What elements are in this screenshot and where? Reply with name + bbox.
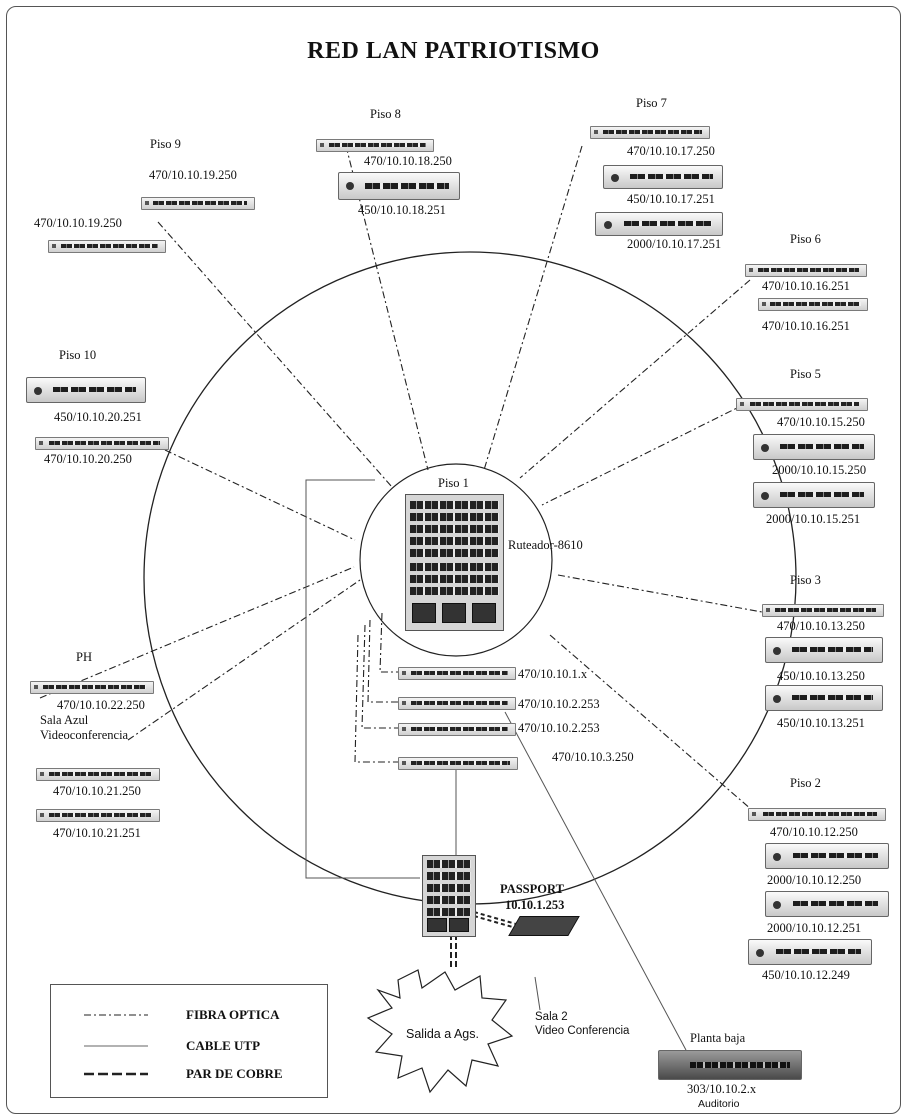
piso9-device-a-label: 470/10.10.19.250 [149, 168, 237, 182]
center-switch-1-label: 470/10.10.1.x [518, 667, 588, 681]
piso3-device-b-label: 450/10.10.13.250 [777, 669, 865, 683]
piso3-device-c-label: 450/10.10.13.251 [777, 716, 865, 730]
piso3-switch-c [765, 685, 883, 711]
ph-device-b-label: 470/10.10.21.250 [53, 784, 141, 798]
piso3-switch-b [765, 637, 883, 663]
piso2-device-b-label: 2000/10.10.12.250 [767, 873, 862, 887]
legend-swatches [84, 1014, 148, 1076]
planta-switch [658, 1050, 802, 1080]
piso8-device-b-label: 450/10.10.18.251 [358, 203, 446, 217]
ph-device-c-label: 470/10.10.21.251 [53, 826, 141, 840]
legend-cobre: PAR DE COBRE [186, 1066, 283, 1081]
piso2-label: Piso 2 [790, 776, 821, 790]
piso5-device-a-label: 470/10.10.15.250 [777, 415, 865, 429]
piso6-device-b-label: 470/10.10.16.251 [762, 319, 850, 333]
piso10-switch-a [26, 377, 146, 403]
planta-note: Auditorio [698, 1098, 740, 1110]
piso8-switch-b [338, 172, 460, 200]
piso8-device-a-label: 470/10.10.18.250 [364, 154, 452, 168]
piso5-switch-c [753, 482, 875, 508]
piso8-switch-a [316, 139, 434, 152]
piso2-switch-d [748, 939, 872, 965]
piso2-switch-a [748, 808, 886, 821]
piso3-device-a-label: 470/10.10.13.250 [777, 619, 865, 633]
ph-switch-a [30, 681, 154, 694]
piso7-device-a-label: 470/10.10.17.250 [627, 144, 715, 158]
salida-starburst [366, 969, 514, 1094]
copper-link [450, 911, 531, 968]
center-switch-3 [398, 723, 516, 736]
piso2-switch-b [765, 843, 889, 869]
piso6-device-a-label: 470/10.10.16.251 [762, 279, 850, 293]
piso9-device-b-label: 470/10.10.19.250 [34, 216, 122, 230]
planta-label: Planta baja [690, 1031, 746, 1045]
piso7-label: Piso 7 [636, 96, 667, 110]
center-switch-3-label: 470/10.10.2.253 [518, 721, 600, 735]
piso3-label: Piso 3 [790, 573, 821, 587]
piso2-device-d-label: 450/10.10.12.249 [762, 968, 850, 982]
sala2-device [508, 916, 580, 936]
piso10-device-a-label: 450/10.10.20.251 [54, 410, 142, 424]
center-switch-2 [398, 697, 516, 710]
router-label: Ruteador-8610 [508, 538, 583, 552]
router-8610 [405, 494, 504, 631]
piso6-label: Piso 6 [790, 232, 821, 246]
ph-switch-b [36, 768, 160, 781]
salida-label: Salida a Ags. [406, 1027, 479, 1041]
planta-device-label: 303/10.10.2.x [687, 1082, 757, 1096]
piso5-switch-b [753, 434, 875, 460]
piso10-label: Piso 10 [59, 348, 97, 362]
piso2-device-a-label: 470/10.10.12.250 [770, 825, 858, 839]
piso3-switch-a [762, 604, 884, 617]
piso8-label: Piso 8 [370, 107, 401, 121]
ph-label: PH [76, 650, 92, 664]
piso7-switch-a [590, 126, 710, 139]
ph-switch-c [36, 809, 160, 822]
piso7-device-b-label: 450/10.10.17.251 [627, 192, 715, 206]
legend-utp: CABLE UTP [186, 1038, 261, 1053]
center-switch-2-label: 470/10.10.2.253 [518, 697, 600, 711]
passport-name: PASSPORT [500, 882, 564, 896]
utp-links [305, 479, 687, 1051]
sala2-line-2: Video Conferencia [535, 1025, 630, 1037]
passport-switch [422, 855, 476, 937]
ph-note-2: Videoconferencia [40, 728, 129, 742]
core-circle [359, 463, 553, 657]
ph-device-a-label: 470/10.10.22.250 [57, 698, 145, 712]
diagram-frame [6, 6, 901, 1114]
piso5-device-c-label: 2000/10.10.15.251 [766, 512, 861, 526]
piso9-switch-a [141, 197, 255, 210]
ph-note-1: Sala Azul [40, 713, 89, 727]
piso7-switch-c [595, 212, 723, 236]
piso7-device-c-label: 2000/10.10.17.251 [627, 237, 722, 251]
piso9-label: Piso 9 [150, 137, 181, 151]
diagram-title: RED LAN PATRIOTISMO [307, 38, 600, 64]
piso6-switch-b [758, 298, 868, 311]
piso2-device-c-label: 2000/10.10.12.251 [767, 921, 862, 935]
piso10-device-b-label: 470/10.10.20.250 [44, 452, 132, 466]
legend-fibra: FIBRA OPTICA [186, 1007, 280, 1022]
legend-box [50, 984, 328, 1098]
center-switch-1 [398, 667, 516, 680]
piso5-label: Piso 5 [790, 367, 821, 381]
piso6-switch-a [745, 264, 867, 277]
piso2-switch-c [765, 891, 889, 917]
piso5-device-b-label: 2000/10.10.15.250 [772, 463, 867, 477]
piso5-switch-a [736, 398, 868, 411]
piso1-label: Piso 1 [438, 476, 469, 490]
piso7-switch-b [603, 165, 723, 189]
passport-ip: 10.10.1.253 [505, 898, 565, 912]
sala2-line-1: Sala 2 [535, 1011, 568, 1023]
fiber-links [39, 145, 763, 811]
piso10-switch-b [35, 437, 169, 450]
center-switch-4 [398, 757, 518, 770]
piso9-switch-b [48, 240, 166, 253]
center-switch-4-label: 470/10.10.3.250 [552, 750, 634, 764]
